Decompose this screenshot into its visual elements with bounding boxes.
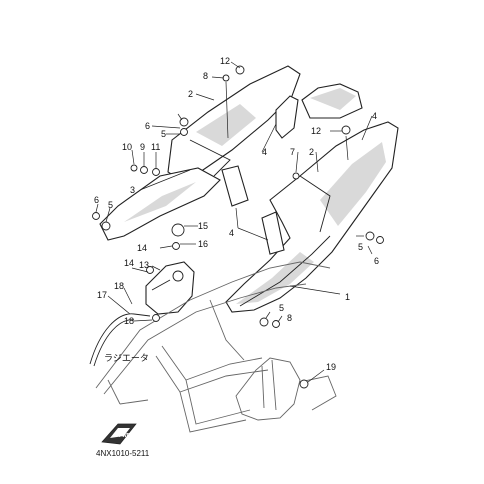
callout-label: 5 [358, 242, 363, 252]
callout-label: 12 [220, 56, 230, 66]
callout-label: 9 [140, 142, 145, 152]
fwd-arrow-icon [101, 423, 137, 445]
fasteners [92, 65, 384, 328]
callout-labels: 1 2 2 3 4 4 4 5 5 5 5 6 6 6 7 8 8 9 10 1… [94, 56, 379, 372]
callout-label: 2 [309, 147, 314, 157]
callout-label: 8 [287, 313, 292, 323]
callout-label: 6 [145, 121, 150, 131]
middle-panel-pieces [221, 165, 285, 255]
callout-label: 11 [151, 142, 160, 152]
radiator-label: ラジエータ [104, 353, 149, 364]
radiator-hose [89, 313, 151, 367]
upper-panel-piece [275, 95, 299, 139]
callout-label: 15 [198, 221, 208, 231]
callout-label: 5 [108, 200, 113, 210]
left-side-cover [99, 65, 301, 241]
callout-label: 10 [122, 142, 132, 152]
callout-label: 5 [161, 129, 166, 139]
callout-label: 7 [290, 147, 295, 157]
callout-label: 3 [130, 185, 135, 195]
callout-label: 12 [311, 126, 321, 136]
drawing-code: 4NX1010-5211 [96, 449, 150, 458]
callout-label: 6 [94, 195, 99, 205]
right-side-cover [225, 121, 399, 313]
callout-label: 1 [345, 292, 350, 302]
callout-label: 17 [97, 290, 107, 300]
callout-label: 18 [124, 316, 134, 326]
callout-label: 19 [326, 362, 336, 372]
callout-label: 14 [124, 258, 134, 268]
fwd-label: FWD [119, 433, 131, 439]
reservoir-tank [145, 261, 195, 315]
leader-lines [95, 61, 373, 383]
callout-label: 16 [198, 239, 208, 249]
callout-label: 2 [188, 89, 193, 99]
callout-label: 4 [229, 228, 234, 238]
callout-label: 5 [279, 303, 284, 313]
rear-shock-assembly [235, 357, 337, 421]
frame-outline [95, 261, 331, 433]
callout-label: 13 [139, 260, 149, 270]
callout-label: 18 [114, 281, 124, 291]
callout-label: 8 [203, 71, 208, 81]
callout-label: 14 [137, 243, 147, 253]
callout-label: 4 [372, 111, 377, 121]
seat-tail-cover [301, 83, 363, 119]
callout-label: 4 [262, 147, 267, 157]
callout-label: 6 [374, 256, 379, 266]
